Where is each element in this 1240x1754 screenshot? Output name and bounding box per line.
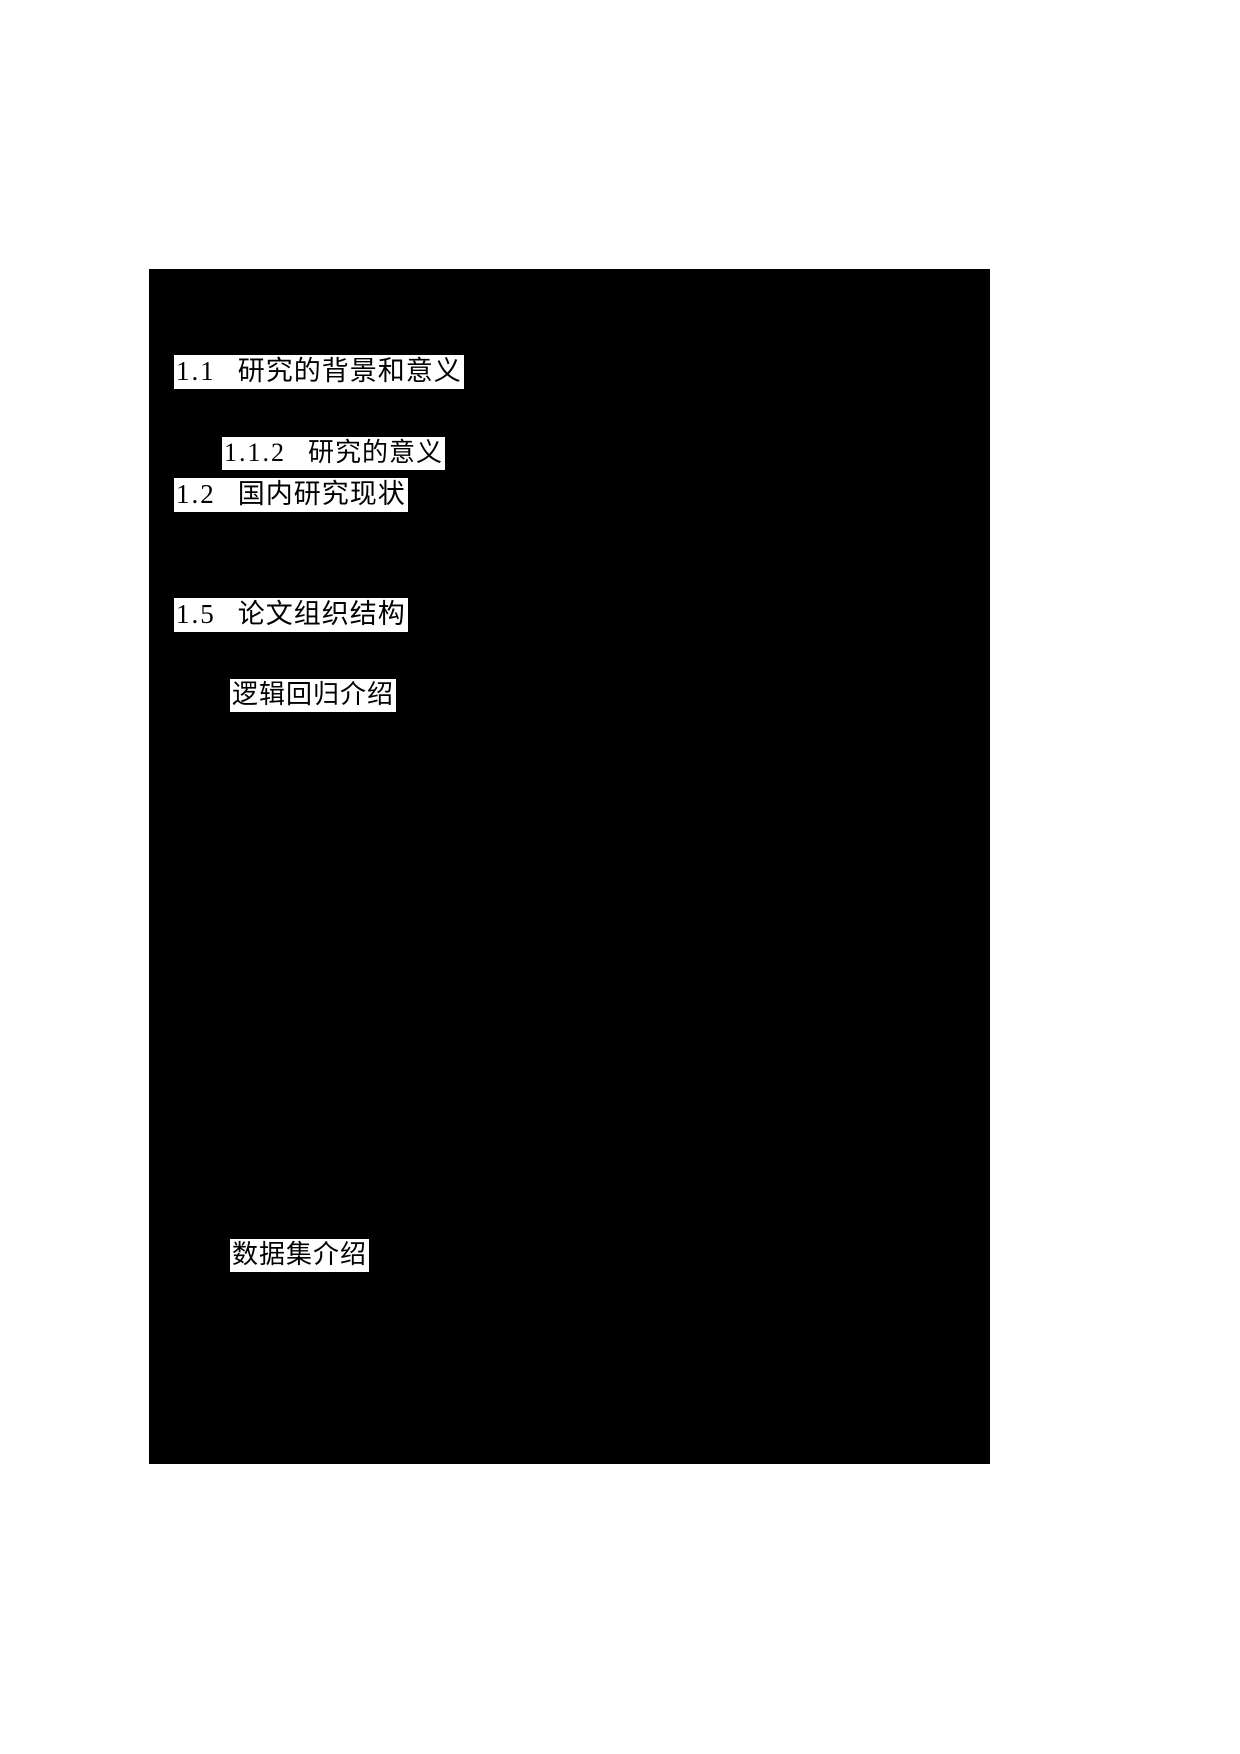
heading-logistic-regression: 逻辑回归介绍 xyxy=(230,679,397,712)
heading-1-5-title: 论文组织结构 xyxy=(237,599,406,630)
heading-dataset-title: 数据集介绍 xyxy=(232,1240,368,1270)
heading-1-1-2: 1.1.2 研究的意义 xyxy=(222,437,446,470)
heading-1-1-2-number: 1.1.2 xyxy=(224,438,286,467)
heading-logistic-regression-title: 逻辑回归介绍 xyxy=(232,680,395,710)
heading-1-5: 1.5 论文组织结构 xyxy=(174,598,408,632)
heading-1-1: 1.1 研究的背景和意义 xyxy=(174,355,464,389)
heading-1-1-title: 研究的背景和意义 xyxy=(237,356,462,387)
heading-1-2-title: 国内研究现状 xyxy=(237,479,406,510)
heading-dataset: 数据集介绍 xyxy=(230,1239,370,1272)
heading-1-2-number: 1.2 xyxy=(176,479,216,509)
heading-1-1-2-title: 研究的意义 xyxy=(308,438,444,468)
heading-1-2: 1.2 国内研究现状 xyxy=(174,478,408,512)
heading-1-1-number: 1.1 xyxy=(176,356,216,386)
heading-1-5-number: 1.5 xyxy=(176,599,216,629)
